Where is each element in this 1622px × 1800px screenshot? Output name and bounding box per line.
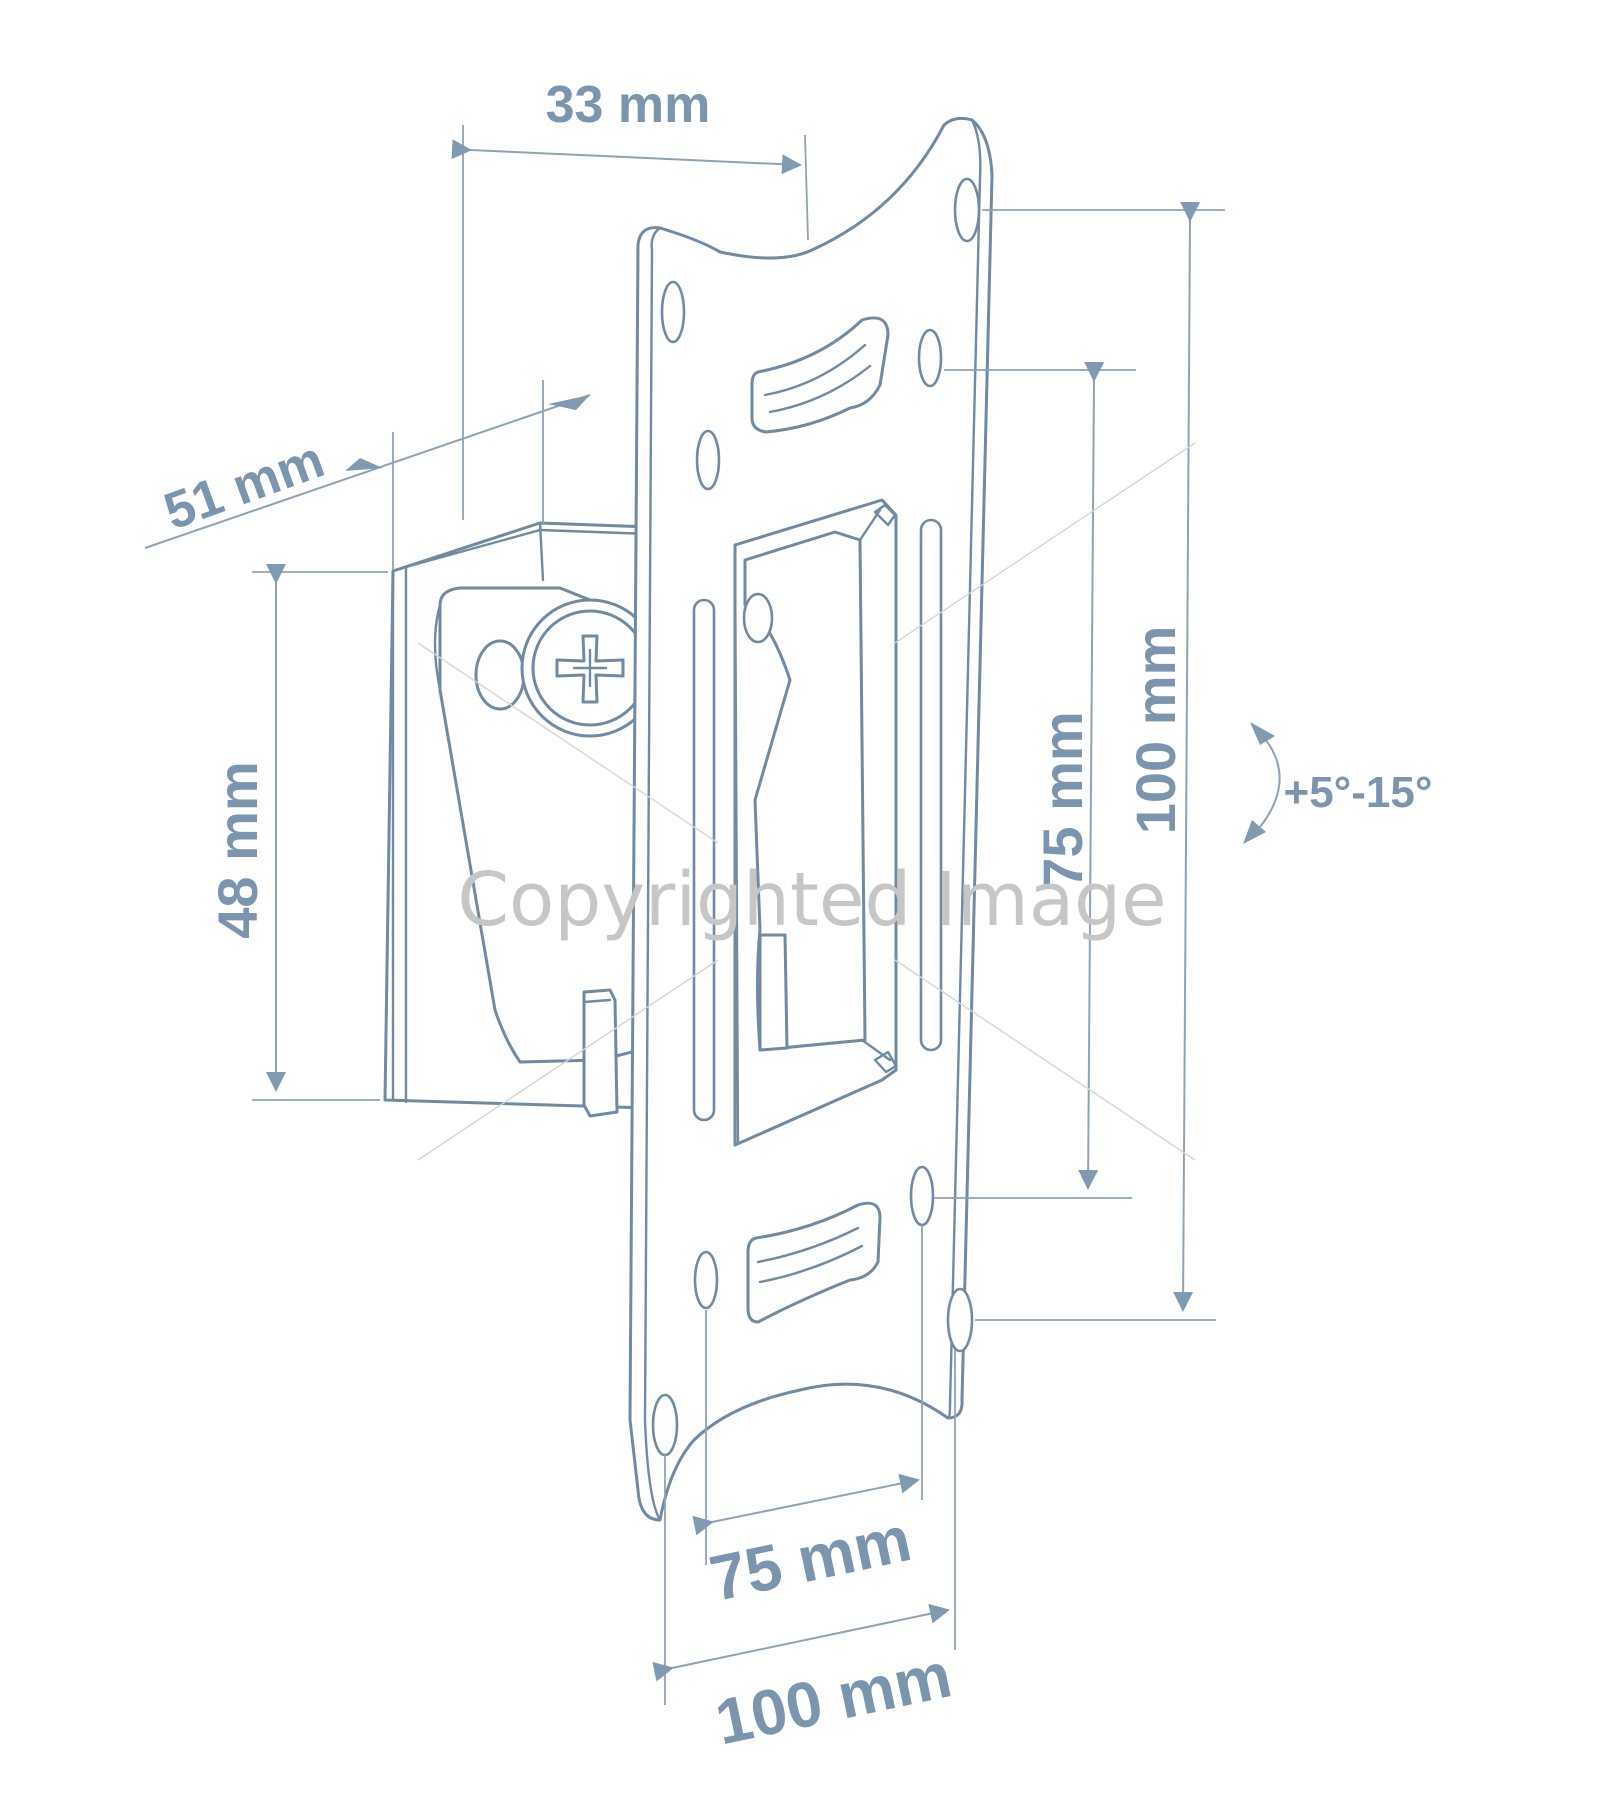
label-75mm-vertical: 75 mm [1031, 711, 1094, 888]
label-100mm-horizontal: 100 mm [709, 1638, 957, 1758]
hole-bottom-right-outer [946, 1287, 974, 1353]
pivot-screw [474, 598, 660, 738]
label-tilt-range: +5°-15° [1284, 768, 1433, 817]
hole-bottom-left-inner [693, 1250, 719, 1310]
hole-top-right-outer [953, 177, 981, 243]
label-33mm: 33 mm [546, 76, 711, 134]
dim-line-33mm [451, 139, 802, 175]
label-100mm-vertical: 100 mm [1124, 626, 1187, 835]
lower-grip [746, 1201, 882, 1324]
phillips-screw-icon [555, 634, 625, 704]
label-75mm-horizontal: 75 mm [704, 1502, 917, 1615]
label-48mm: 48 mm [206, 761, 269, 938]
dimension-lines [144, 125, 1281, 1705]
dim-line-100mm-vertical [1173, 201, 1201, 1312]
watermark-text: Copyrighted Image [457, 857, 1166, 943]
dim-line-51mm [144, 394, 591, 549]
dim-line-75mm-horizontal [692, 1473, 920, 1536]
slot-right [919, 518, 943, 1052]
dim-line-100mm-horizontal [652, 1603, 950, 1682]
mount-drawing [383, 116, 994, 1522]
lock-tab [582, 988, 619, 1118]
hole-top-left-outer [660, 280, 686, 344]
hole-top-left-inner [695, 429, 721, 491]
slot-left [692, 598, 716, 1122]
upper-grip [750, 316, 890, 434]
label-51mm: 51 mm [157, 431, 332, 542]
vesa-plate [628, 116, 994, 1522]
dim-line-75mm-vertical [1078, 361, 1105, 1190]
curved-double-arrow-icon [1243, 722, 1281, 844]
hole-bottom-right-inner [909, 1165, 935, 1227]
tilt-mechanism [733, 498, 898, 1147]
watermark: Copyrighted Image [417, 442, 1196, 1161]
hole-top-right-inner [917, 328, 943, 388]
hole-bottom-left-outer [651, 1393, 679, 1457]
